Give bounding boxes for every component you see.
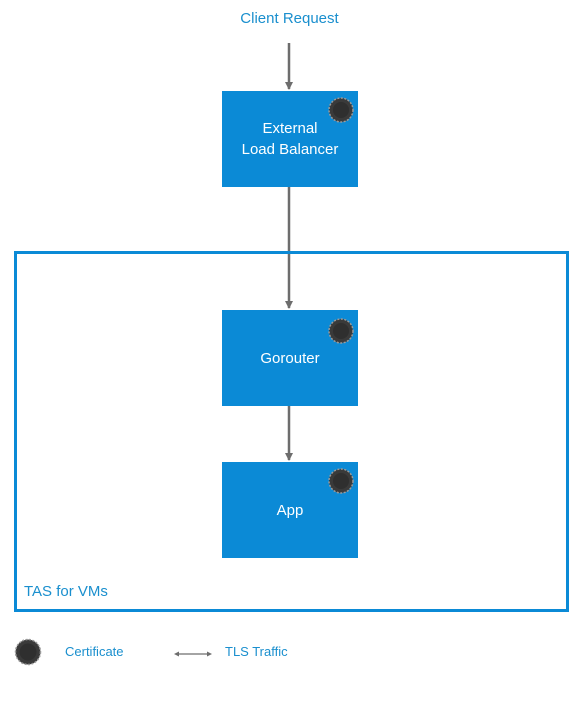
tas-for-vms-boundary bbox=[14, 251, 569, 612]
tas-for-vms-label: TAS for VMs bbox=[24, 583, 108, 600]
external-load-balancer-label: External Load Balancer bbox=[241, 120, 339, 158]
certificate-icon bbox=[328, 468, 354, 494]
certificate-icon bbox=[328, 97, 354, 123]
gorouter-box: Gorouter bbox=[222, 310, 358, 406]
legend-certificate-label: Certificate bbox=[65, 644, 124, 659]
app-label: App bbox=[276, 501, 304, 519]
client-request-label: Client Request bbox=[240, 10, 339, 27]
legend-tls-traffic-label: TLS Traffic bbox=[225, 644, 288, 659]
gorouter-label: Gorouter bbox=[260, 349, 320, 367]
legend-certificate-icon bbox=[14, 638, 42, 666]
certificate-icon bbox=[328, 318, 354, 344]
double-arrow-icon bbox=[174, 651, 212, 657]
